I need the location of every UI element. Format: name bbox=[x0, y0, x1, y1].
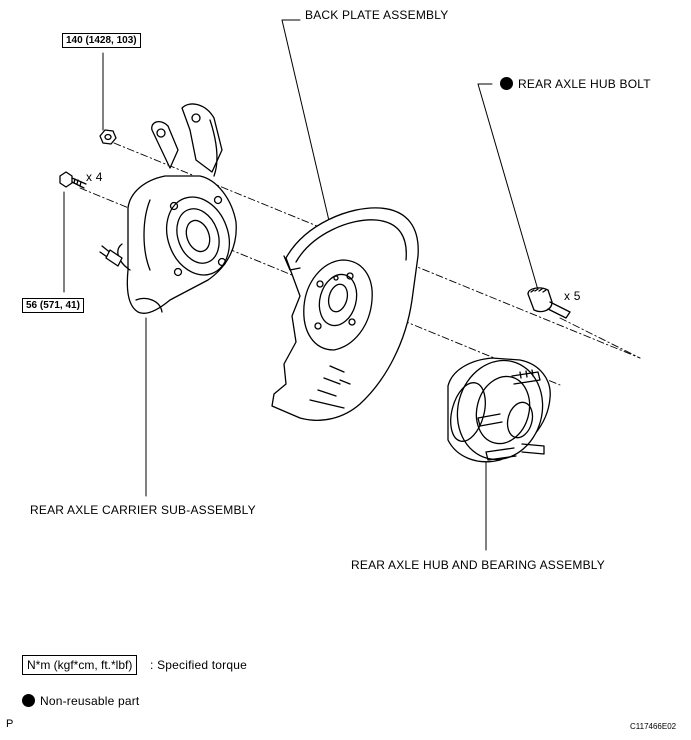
carrier-label: REAR AXLE CARRIER SUB-ASSEMBLY bbox=[30, 503, 256, 517]
back-plate-shape bbox=[271, 207, 419, 421]
hub-bolt-shape bbox=[527, 287, 571, 319]
page-letter: P bbox=[6, 718, 14, 730]
carrier-bolt-shape bbox=[59, 171, 87, 189]
hub-bearing-label: REAR AXLE HUB AND BEARING ASSEMBLY bbox=[351, 558, 605, 572]
rear-axle-carrier-shape bbox=[99, 103, 237, 314]
hub-bolt-label: REAR AXLE HUB BOLT bbox=[518, 77, 651, 91]
carrier-bolt-quantity: x 4 bbox=[86, 170, 103, 184]
back-plate-label: BACK PLATE ASSEMBLY bbox=[305, 8, 449, 22]
legend-non-reusable-text: Non-reusable part bbox=[40, 694, 140, 708]
bolt-torque-spec: 56 (571, 41) bbox=[22, 298, 84, 313]
nut-torque-spec: 140 (1428, 103) bbox=[62, 33, 141, 48]
leader-lines bbox=[63, 19, 539, 551]
legend-torque-units: N*m (kgf*cm, ft.*lbf) bbox=[22, 655, 138, 675]
legend-torque-text: : Specified torque bbox=[150, 658, 247, 672]
carrier-nut-shape bbox=[99, 129, 117, 145]
non-reusable-marker-icon bbox=[500, 77, 513, 90]
figure-code: C117466E02 bbox=[630, 722, 677, 731]
hub-bolt-quantity: x 5 bbox=[564, 289, 581, 303]
hub-bearing-shape bbox=[447, 357, 551, 463]
alignment-lines bbox=[79, 142, 641, 386]
legend-non-reusable-icon bbox=[22, 694, 35, 707]
